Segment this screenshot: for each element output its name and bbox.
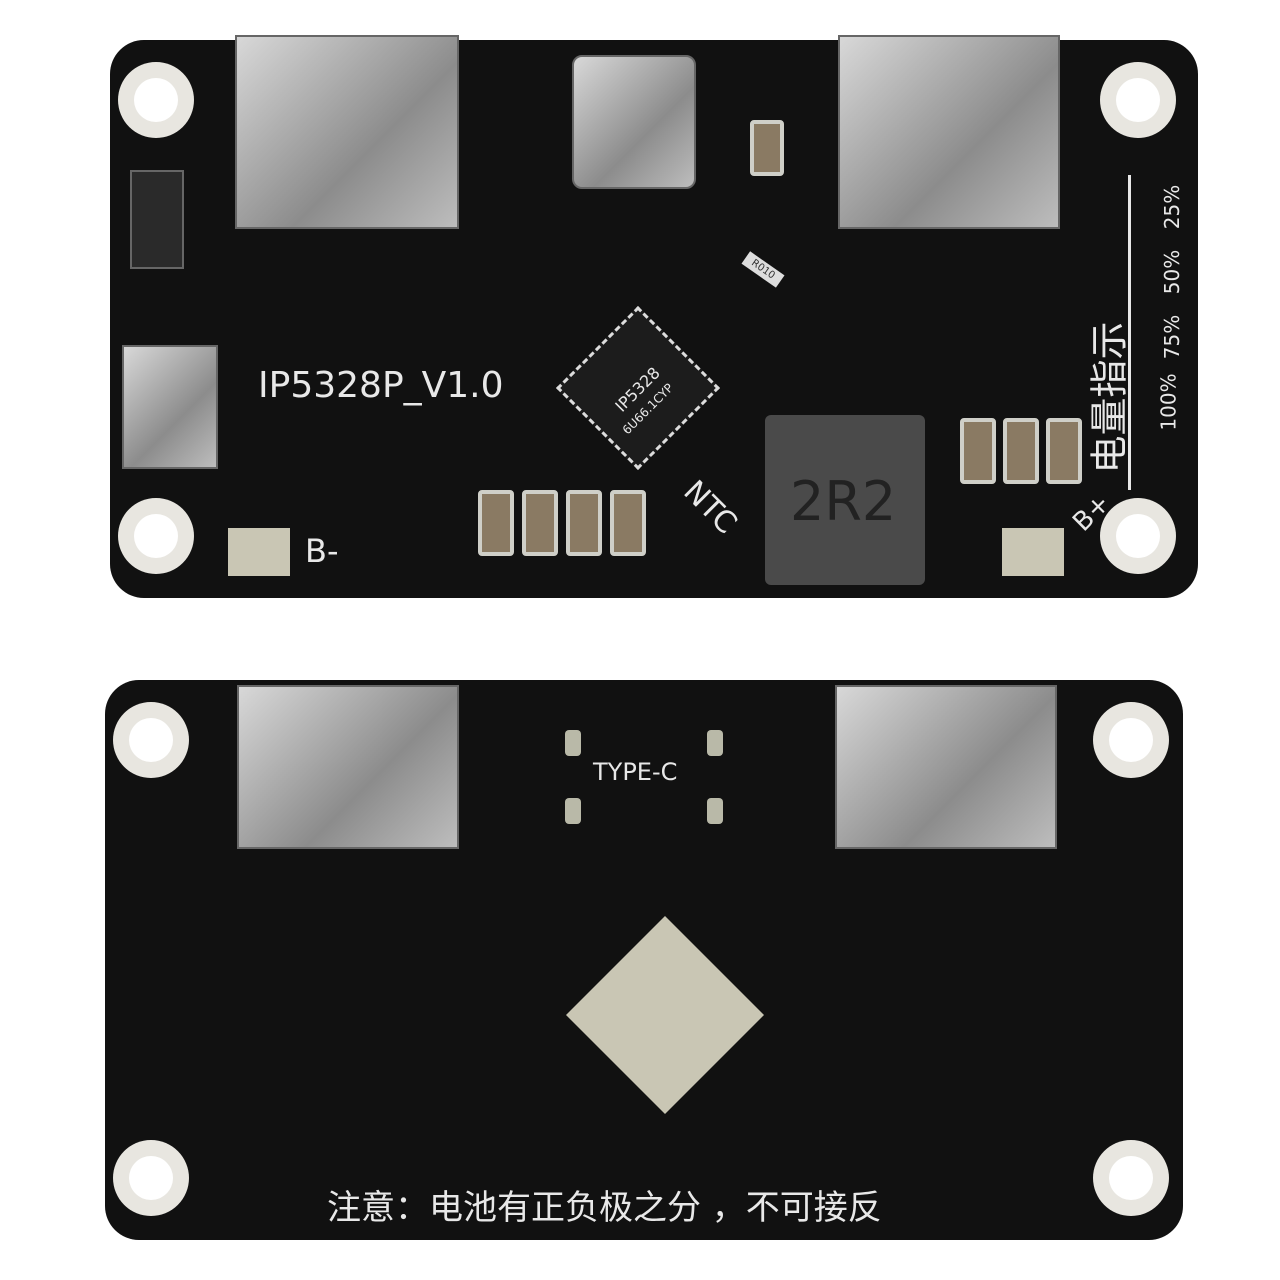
switch [130, 170, 184, 269]
usb-a-port [235, 35, 459, 229]
capacitor [610, 490, 646, 556]
mount-hole [118, 498, 194, 574]
level-100: 100% [1156, 373, 1181, 431]
level-25: 25% [1160, 184, 1185, 230]
capacitor [566, 490, 602, 556]
capacitor [1046, 418, 1082, 484]
capacitor [960, 418, 996, 484]
inductor-label: 2R2 [790, 470, 897, 533]
solder-pad [565, 798, 581, 824]
level-50: 50% [1160, 249, 1185, 295]
ntc-label: NTC [676, 473, 744, 542]
mount-hole [118, 62, 194, 138]
mount-hole [1093, 702, 1169, 778]
indicator-arrow [1128, 175, 1131, 490]
top-board: IP5328 6U66.1CYP 2R2 R010 IP5328P_V1.0 B… [110, 35, 1198, 598]
mount-hole [1093, 1140, 1169, 1216]
solder-pad [707, 798, 723, 824]
micro-usb-port [122, 345, 218, 469]
solder-pad [565, 730, 581, 756]
capacitor [522, 490, 558, 556]
model-label: IP5328P_V1.0 [258, 365, 504, 406]
mount-hole [1100, 498, 1176, 574]
warning-text: 注意：电池有正负极之分 ，不可接反 [327, 1188, 882, 1228]
type-c-label: TYPE-C [593, 758, 678, 786]
solder-pad [707, 730, 723, 756]
resistor-label: R010 [741, 251, 785, 288]
inductor [765, 415, 925, 585]
mount-hole [113, 1140, 189, 1216]
mount-hole [113, 702, 189, 778]
thermal-pad [566, 916, 764, 1114]
bottom-board: TYPE-C 注意：电池有正负极之分 ，不可接反 [105, 680, 1183, 1240]
b-minus-pad [228, 528, 290, 576]
capacitor [750, 120, 784, 176]
usb-a-port-back [237, 685, 459, 849]
battery-indicator-label: 电量指示 [1087, 321, 1132, 474]
level-75: 75% [1160, 314, 1185, 360]
b-plus-pad [1002, 528, 1064, 576]
b-minus-label: B- [305, 532, 339, 570]
capacitor [1003, 418, 1039, 484]
mount-hole [1100, 62, 1176, 138]
usb-a-port [838, 35, 1060, 229]
usb-c-port [572, 55, 696, 189]
usb-a-port-back [835, 685, 1057, 849]
capacitor [478, 490, 514, 556]
